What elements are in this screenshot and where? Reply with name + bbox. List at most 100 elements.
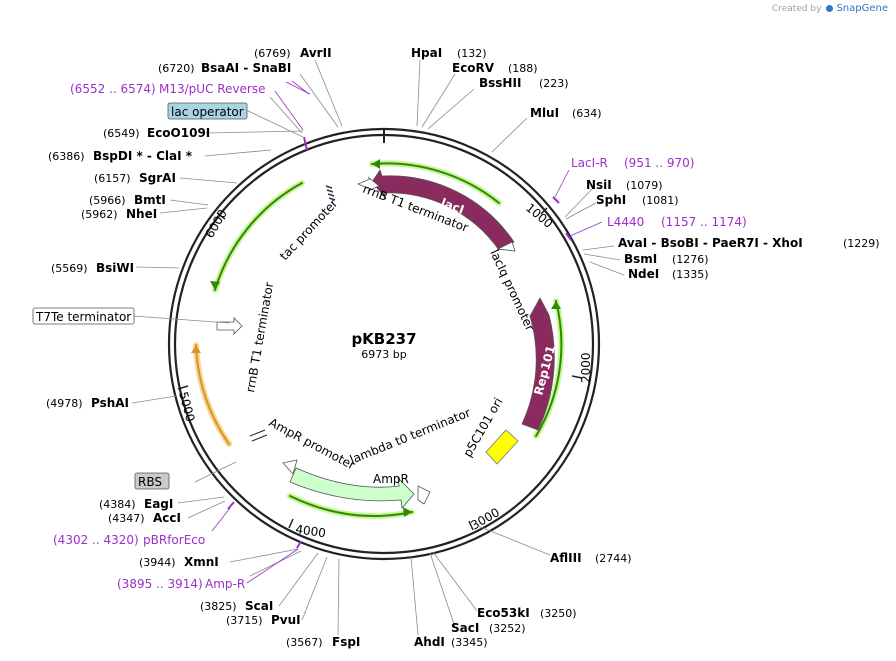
snapgene-logo-icon xyxy=(826,5,834,12)
primer-range: (951 .. 970) xyxy=(624,156,694,170)
site-position: (5966) xyxy=(89,194,126,207)
site-name: BsiWI xyxy=(96,261,134,275)
site-name: BsaAI - SnaBI xyxy=(201,61,291,75)
site-name: Eco53kI xyxy=(477,606,530,620)
site-position: (5569) xyxy=(51,262,88,275)
credit-text: Created by xyxy=(771,3,822,14)
site-name: BsmI xyxy=(624,252,657,266)
ampR-label: AmpR xyxy=(373,472,409,486)
primer-connector xyxy=(569,221,603,237)
site-name: SphI xyxy=(596,193,626,207)
site-name: BssHII xyxy=(479,76,521,90)
orf-arrowhead xyxy=(403,507,412,517)
ampR-feature xyxy=(289,467,415,509)
promoter-arrows xyxy=(216,176,516,505)
lacIq-promoter-label: lacIq promoter xyxy=(487,247,537,333)
t7te-label: T7Te terminator xyxy=(35,310,131,324)
site-name: BspDI * - ClaI * xyxy=(93,149,193,163)
lac-operator-label: lac operator xyxy=(171,105,244,119)
tac-promoter-label: tac promoter xyxy=(277,196,341,263)
snapgene-credit: Created by SnapGene xyxy=(772,3,888,14)
primer-name: M13/pUC Reverse xyxy=(159,82,266,96)
site-name: AccI xyxy=(153,511,181,525)
lac-operator-marker xyxy=(325,185,336,201)
site-position: (634) xyxy=(572,107,602,120)
primer-marks xyxy=(227,136,572,549)
site-position: (3715) xyxy=(226,614,263,627)
site-name: XmnI xyxy=(184,555,219,569)
site-name: PvuI xyxy=(271,613,301,627)
primer-name: L4440 xyxy=(607,215,644,229)
site-name: SgrAI xyxy=(139,171,176,185)
site-name: AflIII xyxy=(550,551,582,565)
site-position: (3567) xyxy=(286,636,323,649)
lacI-feature xyxy=(371,169,515,251)
lac-operator-box xyxy=(167,102,248,120)
site-name: PshAI xyxy=(91,396,129,410)
site-name: MluI xyxy=(530,106,559,120)
site-name: FspI xyxy=(332,635,360,649)
primer-connector xyxy=(211,507,231,532)
primer-range: (1157 .. 1174) xyxy=(661,215,747,229)
site-name: SacI xyxy=(451,621,479,635)
rep101-feature xyxy=(521,297,555,431)
site-name: NheI xyxy=(126,207,157,221)
site-name: BmtI xyxy=(134,193,166,207)
site-connectors xyxy=(131,59,625,636)
ampR-promoter-label: AmpR promoter xyxy=(267,415,358,472)
orf-arrowhead xyxy=(210,281,220,290)
site-position: (4384) xyxy=(99,498,136,511)
plasmid-name: pKB237 xyxy=(351,330,416,348)
tick-label: 2000 xyxy=(579,352,593,383)
right-sites: HpaI (132) EcoRV (188) BssHII (223) MluI… xyxy=(411,46,880,649)
plasmid-size: 6973 bp xyxy=(361,348,406,361)
tick-label: 4000 xyxy=(295,522,327,540)
site-position: (1079) xyxy=(626,179,663,192)
rbs-marker xyxy=(251,434,268,442)
site-name: EcoO109I xyxy=(147,126,210,140)
primer-connector xyxy=(274,90,304,131)
primer-range: (6552 .. 6574) xyxy=(70,82,156,96)
site-name: NsiI xyxy=(586,178,612,192)
site-position: (1229) xyxy=(843,237,880,250)
site-name: AvrII xyxy=(300,46,332,60)
site-name: ScaI xyxy=(245,599,273,613)
primer-connector xyxy=(554,169,570,198)
site-position: (4978) xyxy=(46,397,83,410)
site-position: (3944) xyxy=(139,556,176,569)
site-position: (4347) xyxy=(108,512,145,525)
site-position: (6769) xyxy=(254,47,291,60)
site-name: AvaI - BsoBI - PaeR7I - XhoI xyxy=(618,236,803,250)
site-position: (1335) xyxy=(672,268,709,281)
rbs-marker xyxy=(249,429,266,437)
site-position: (188) xyxy=(508,62,538,75)
site-position: (6549) xyxy=(103,127,140,140)
primer-labels: (6552 .. 6574) M13/pUC Reverse LacI-R (9… xyxy=(53,82,747,591)
primer-name: pBRforEco xyxy=(143,533,205,547)
site-name: AhdI xyxy=(414,635,445,649)
site-position: (132) xyxy=(457,47,487,60)
orf-arrows xyxy=(193,160,565,519)
rbs-box xyxy=(134,472,170,490)
site-name: EcoRV xyxy=(452,61,495,75)
orf-arrowhead xyxy=(191,345,201,353)
orf-arrowhead xyxy=(551,301,561,309)
t7te-box xyxy=(32,307,135,325)
left-sites: (6769) AvrII (6720) BsaAI - SnaBI (6549)… xyxy=(46,46,360,649)
tick-marks xyxy=(177,207,583,531)
site-position: (223) xyxy=(539,77,569,90)
site-position: (5962) xyxy=(81,208,118,221)
site-position: (1276) xyxy=(672,253,709,266)
lambda-terminator-label: lambda t0 terminator xyxy=(348,406,473,467)
site-position: (3252) xyxy=(489,622,526,635)
primer-connector xyxy=(246,548,299,584)
credit-brand: SnapGene xyxy=(836,3,888,14)
rrnB-terminator-left-label: rrnB T1 terminator xyxy=(243,281,276,393)
orf-arrowhead xyxy=(372,159,380,169)
primer-range: (3895 .. 3914) xyxy=(117,577,203,591)
primer-name: LacI-R xyxy=(571,156,608,170)
site-position: (1081) xyxy=(642,194,679,207)
site-position: (3345) xyxy=(451,636,488,649)
site-position: (6157) xyxy=(94,172,131,185)
